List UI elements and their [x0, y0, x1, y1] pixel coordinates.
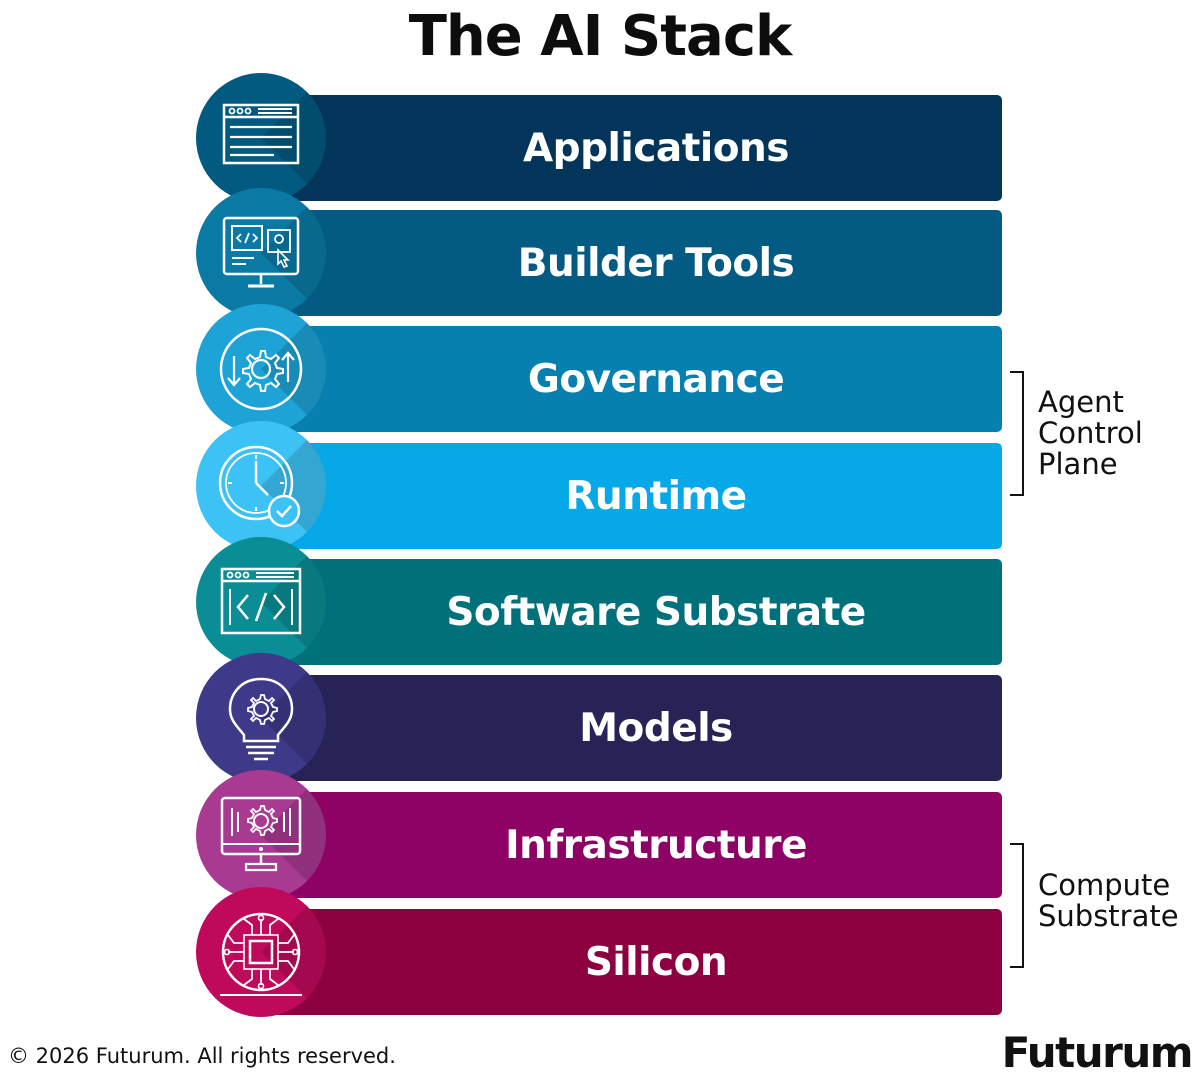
layer-label: Governance	[527, 356, 785, 402]
layer-label: Applications	[523, 125, 789, 171]
code-window-icon	[220, 567, 302, 635]
copyright-notice: © 2026 Futurum. All rights reserved.	[8, 1044, 396, 1068]
clock-check-icon	[218, 445, 301, 528]
layer-label: Silicon	[584, 939, 728, 985]
group-line: Agent	[1038, 385, 1124, 419]
gear-arrows-badge	[196, 304, 326, 434]
gear-monitor-icon	[220, 796, 302, 872]
layer-label: Infrastructure	[505, 822, 807, 868]
layer-bar-infrastructure: Infrastructure	[262, 792, 1002, 898]
chip-badge	[196, 887, 326, 1017]
lightbulb-gear-icon	[228, 677, 294, 761]
layer-bar-runtime: Runtime	[262, 443, 1002, 549]
gear-monitor-badge	[196, 770, 326, 900]
layer-label: Builder Tools	[517, 240, 795, 286]
dev-monitor-icon	[222, 216, 300, 288]
bracket-agent-control-plane	[1010, 371, 1024, 496]
lightbulb-gear-badge	[196, 653, 326, 783]
layer-label: Models	[579, 705, 733, 751]
bracket-compute-substrate	[1010, 843, 1024, 968]
group-line: Control	[1038, 416, 1143, 450]
gear-arrows-icon	[219, 327, 303, 411]
app-window-icon	[222, 103, 300, 165]
layer-label: Runtime	[565, 473, 747, 519]
dev-monitor-badge	[196, 188, 326, 318]
group-line: Substrate	[1038, 899, 1179, 933]
group-line: Compute	[1038, 868, 1171, 902]
layer-bar-software-substrate: Software Substrate	[262, 559, 1002, 665]
clock-check-badge	[196, 421, 326, 551]
app-window-badge	[196, 73, 326, 203]
layer-bar-models: Models	[262, 675, 1002, 781]
chip-icon	[220, 912, 302, 996]
group-label-agent-control-plane: Agent Control Plane	[1038, 387, 1143, 480]
layer-label: Software Substrate	[446, 589, 866, 635]
futurum-logo: Futurum	[1001, 1028, 1194, 1077]
layer-bar-builder-tools: Builder Tools	[262, 210, 1002, 316]
diagram-title: The AI Stack	[408, 4, 793, 69]
layer-bar-silicon: Silicon	[262, 909, 1002, 1015]
layer-bar-governance: Governance	[262, 326, 1002, 432]
code-window-badge	[196, 537, 326, 667]
layer-bar-applications: Applications	[262, 95, 1002, 201]
group-line: Plane	[1038, 447, 1118, 481]
group-label-compute-substrate: Compute Substrate	[1038, 870, 1179, 932]
